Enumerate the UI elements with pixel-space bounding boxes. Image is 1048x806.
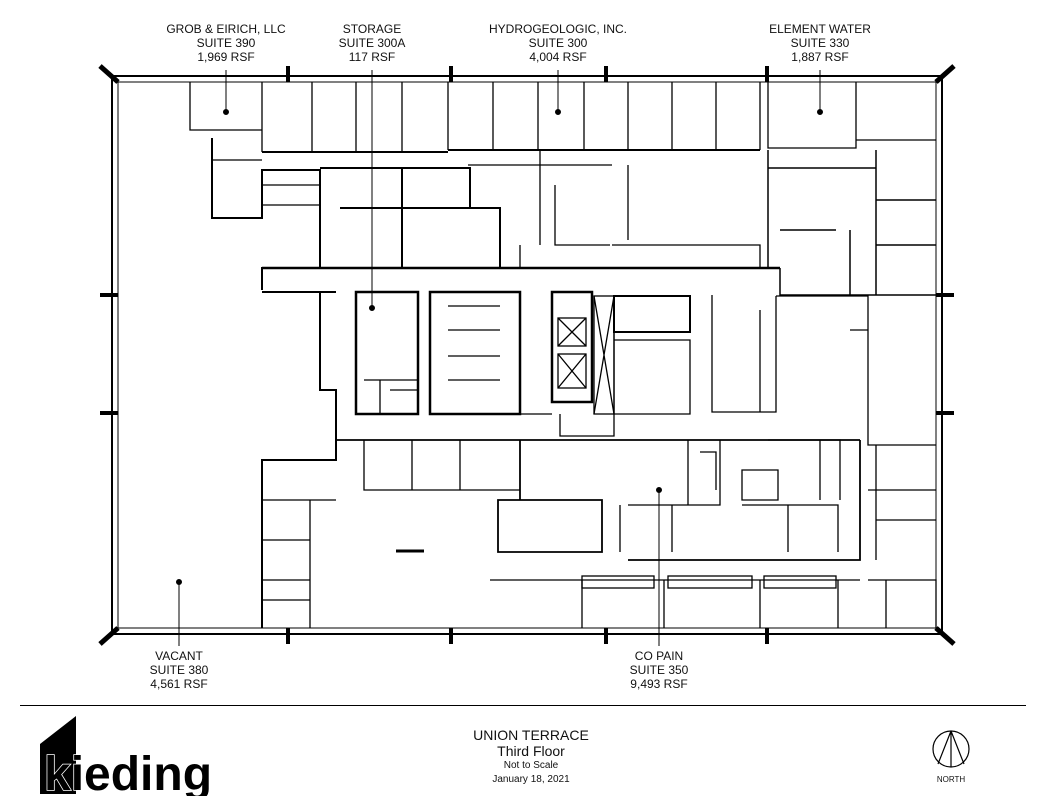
suite-label-hydrogeologic: HYDROGEOLOGIC, INC. SUITE 300 4,004 RSF xyxy=(489,22,627,64)
tenant-name: HYDROGEOLOGIC, INC. xyxy=(488,22,628,36)
suite-area: 117 RSF xyxy=(348,50,396,64)
floor-name: Third Floor xyxy=(497,743,565,759)
suite-number: SUITE 300 xyxy=(528,36,588,50)
logo-wordmark: kieding xyxy=(44,748,212,796)
tenant-name: STORAGE xyxy=(342,22,402,36)
tenant-name: VACANT xyxy=(155,649,203,663)
kieding-logo: kieding xyxy=(40,716,213,796)
suite-label-element-water: ELEMENT WATER SUITE 330 1,887 RSF xyxy=(769,22,871,64)
suite-label-grob-eirich: GROB & EIRICH, LLC SUITE 390 1,969 RSF xyxy=(166,22,285,64)
suite-area: 9,493 RSF xyxy=(630,677,688,691)
floor-plan xyxy=(98,64,956,646)
footer-divider xyxy=(20,705,1026,706)
date-note: January 18, 2021 xyxy=(492,774,570,785)
suite-number: SUITE 380 xyxy=(149,663,209,677)
suite-number: SUITE 300A xyxy=(338,36,406,50)
north-label: NORTH xyxy=(936,775,966,784)
suite-label-vacant: VACANT SUITE 380 4,561 RSF xyxy=(150,649,209,691)
north-arrow: NORTH xyxy=(928,728,974,788)
suite-label-storage: STORAGE SUITE 300A 117 RSF xyxy=(339,22,406,64)
suite-area: 4,004 RSF xyxy=(529,50,587,64)
project-name: UNION TERRACE xyxy=(473,727,589,743)
tenant-name: GROB & EIRICH, LLC xyxy=(166,22,286,36)
suite-area: 1,969 RSF xyxy=(197,50,255,64)
building-outline xyxy=(111,75,943,635)
restroom-core xyxy=(428,290,522,416)
suite-number: SUITE 350 xyxy=(629,663,689,677)
suite-label-co-pain: CO PAIN SUITE 350 9,493 RSF xyxy=(630,649,689,691)
tenant-name: CO PAIN xyxy=(634,649,684,663)
suite-area: 1,887 RSF xyxy=(791,50,849,64)
suite-number: SUITE 390 xyxy=(196,36,256,50)
title-block: UNION TERRACE Third Floor Not to Scale J… xyxy=(473,727,589,787)
north-arrow-icon xyxy=(932,730,970,768)
tenant-name: ELEMENT WATER xyxy=(769,22,871,36)
suite-number: SUITE 330 xyxy=(790,36,850,50)
scale-note: Not to Scale xyxy=(503,760,559,771)
suite-area: 4,561 RSF xyxy=(150,677,208,691)
